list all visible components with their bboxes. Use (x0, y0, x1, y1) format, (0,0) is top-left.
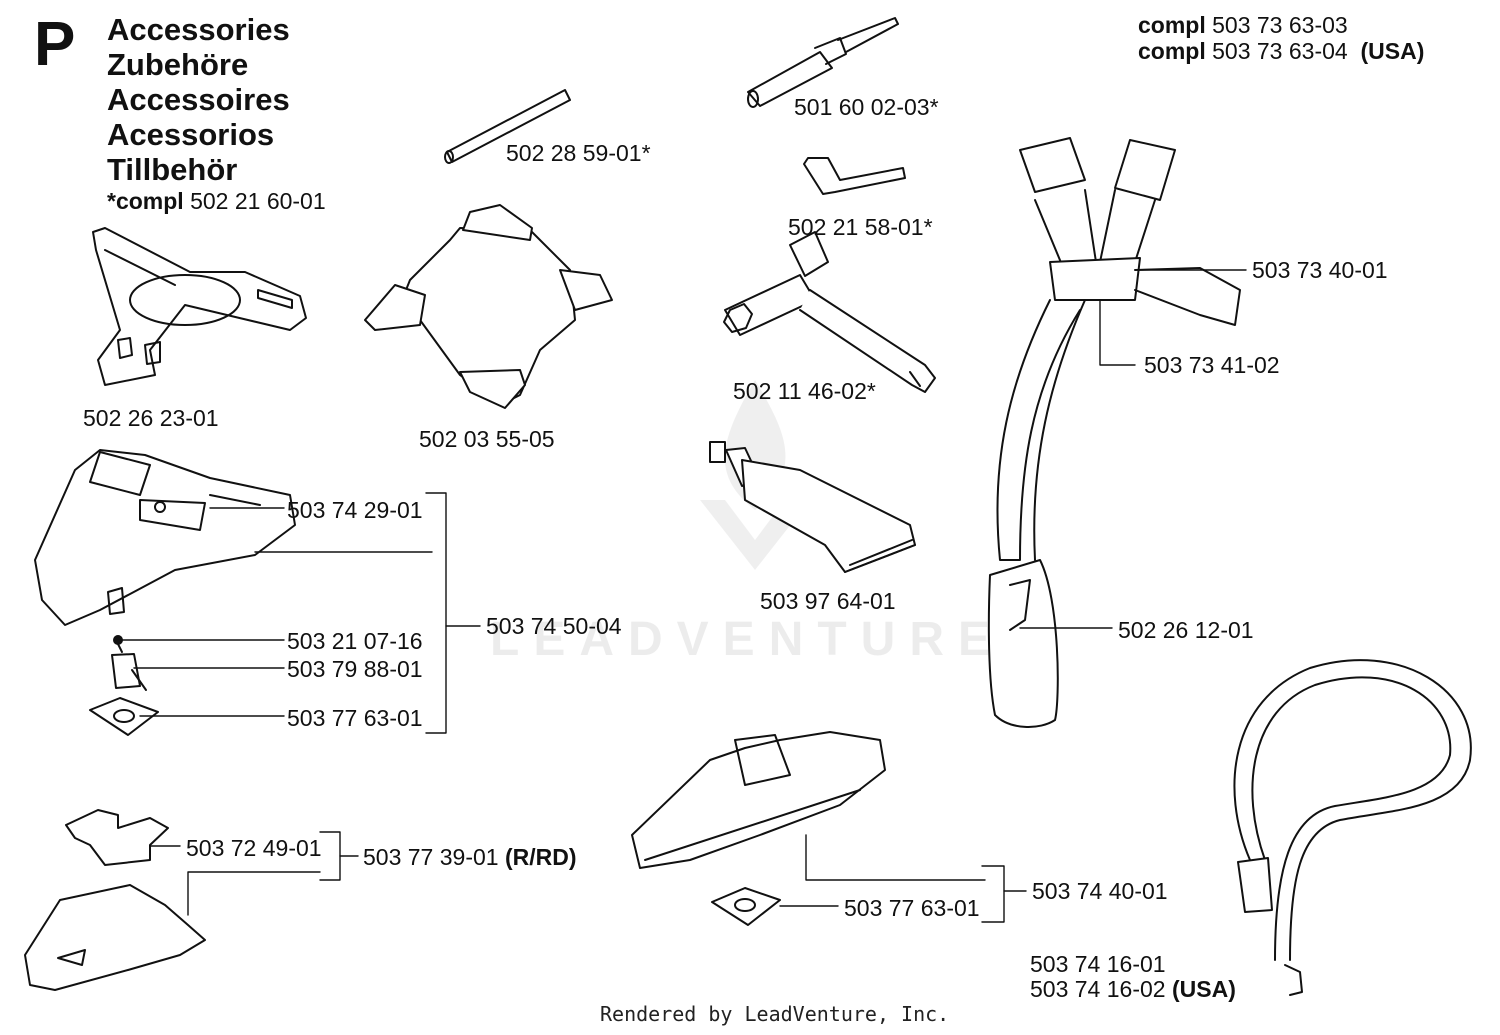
part-label-503-21-07-16[interactable]: 503 21 07-16 (287, 628, 423, 654)
part-label-503-73-40-01[interactable]: 503 73 40-01 (1252, 257, 1388, 283)
part-label-503-73-41-02[interactable]: 503 73 41-02 (1144, 352, 1280, 378)
square-mount-plate-part (89, 697, 159, 736)
trimmer-cover-part (34, 449, 296, 626)
title-swedish: Tillbehör (107, 152, 238, 187)
compl-note-number: 502 21 60-01 (190, 188, 326, 214)
grease-tube-part (709, 441, 916, 573)
part-label-503-74-16-02[interactable]: 503 74 16-02 (USA) (1030, 978, 1236, 1001)
part-label-503-72-49-01[interactable]: 503 72 49-01 (186, 835, 322, 861)
part-label-502-11-46-02[interactable]: 502 11 46-02* (733, 378, 876, 404)
part-number: 503 77 39-01 (363, 844, 499, 870)
hex-key-part (803, 157, 906, 195)
render-credit: Rendered by LeadVenture, Inc. (600, 1002, 950, 1026)
part-label-503-77-63-01[interactable]: 503 77 63-01 (287, 705, 423, 731)
region-suffix: (USA) (1171, 976, 1236, 1002)
file-tool-part (747, 17, 899, 108)
part-label-503-97-64-01[interactable]: 503 97 64-01 (760, 588, 896, 614)
trimmer-guard-mount-part (92, 227, 307, 386)
leader-lines (121, 269, 1247, 923)
assembly-part-number: 503 73 63-04 (1212, 38, 1348, 64)
part-label-503-77-63-01-b[interactable]: 503 77 63-01 (844, 895, 980, 921)
assembly-prefix: compl (1138, 12, 1206, 38)
compl-note: *compl 502 21 60-01 (107, 190, 326, 213)
small-cover-part (24, 884, 206, 991)
blade-guard-part (631, 731, 886, 869)
part-label-503-74-29-01[interactable]: 503 74 29-01 (287, 497, 423, 523)
assembly-number-usa: compl 503 73 63-04 (USA) (1138, 40, 1424, 63)
title-german: Zubehöre (107, 47, 249, 82)
region-suffix: (USA) (1360, 38, 1425, 64)
part-label-503-77-39-01[interactable]: 503 77 39-01 (R/RD) (363, 846, 577, 869)
plate-part (111, 653, 147, 691)
part-label-502-21-58-01[interactable]: 502 21 58-01* (788, 214, 933, 240)
assembly-prefix: compl (1138, 38, 1206, 64)
assembly-number: compl 503 73 63-03 (1138, 14, 1348, 37)
shoulder-strap-part (1233, 659, 1472, 996)
title-french: Accessoires (107, 82, 290, 117)
part-number: 503 74 16-02 (1030, 976, 1166, 1002)
part-label-502-03-55-05[interactable]: 502 03 55-05 (419, 426, 555, 452)
watermark-text: LEADVENTURE (490, 613, 1005, 666)
title-english: Accessories (107, 12, 290, 47)
screw-part (113, 635, 123, 653)
model-suffix: (R/RD) (504, 844, 577, 870)
part-label-502-28-59-01[interactable]: 502 28 59-01* (506, 140, 651, 166)
part-label-503-74-50-04[interactable]: 503 74 50-04 (486, 613, 622, 639)
harness-part (987, 137, 1241, 728)
part-label-501-60-02-03[interactable]: 501 60 02-03* (794, 94, 939, 120)
part-label-503-79-88-01[interactable]: 503 79 88-01 (287, 656, 423, 682)
rod-part (444, 89, 571, 164)
part-label-503-74-16-01[interactable]: 503 74 16-01 (1030, 951, 1166, 977)
part-label-502-26-12-01[interactable]: 502 26 12-01 (1118, 617, 1254, 643)
title-portuguese: Acessorios (107, 117, 275, 152)
compl-note-prefix: *compl (107, 188, 184, 214)
part-label-503-74-40-01[interactable]: 503 74 40-01 (1032, 878, 1168, 904)
assembly-part-number: 503 73 63-03 (1212, 12, 1348, 38)
mounting-bracket-part (65, 809, 169, 866)
part-label-502-26-23-01[interactable]: 502 26 23-01 (83, 405, 219, 431)
square-mount-plate-part (711, 887, 781, 926)
combination-spanner-part (723, 231, 936, 393)
section-letter: P (34, 10, 76, 79)
blade-shield-part (364, 204, 613, 409)
